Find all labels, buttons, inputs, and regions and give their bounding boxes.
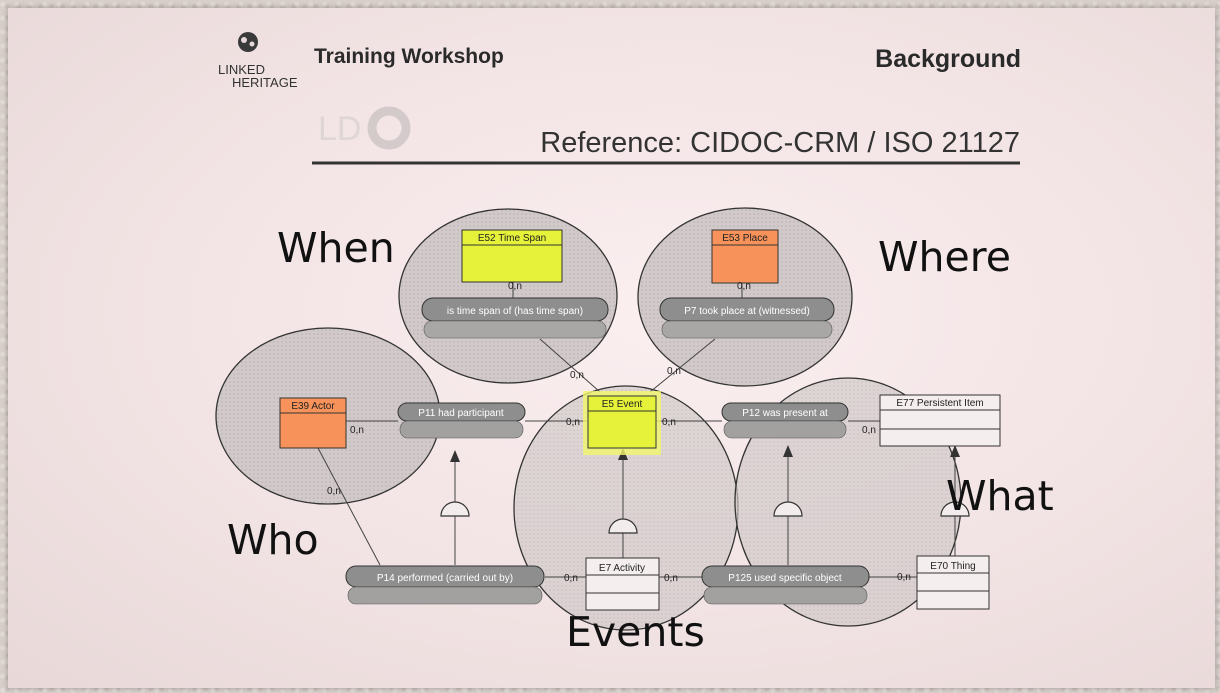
property-p4: is time span of (has time span) <box>421 297 609 339</box>
logo-mark-icon <box>238 32 258 52</box>
union-icon <box>940 501 970 517</box>
entity-actor: E39 Actor <box>279 397 347 449</box>
where-label: Where <box>878 233 1011 281</box>
where-group-circle <box>637 207 853 387</box>
who-label: Who <box>227 516 319 564</box>
arrow-up-icon <box>783 445 793 457</box>
what-label: What <box>946 472 1054 520</box>
entity-persistent-item: E77 Persistent Item <box>879 394 1001 447</box>
entity-activity: E7 Activity <box>585 557 660 611</box>
events-label: Events <box>566 608 705 656</box>
cardinality-label: 0,n <box>570 370 584 381</box>
logo-line1: LINKED <box>218 62 265 77</box>
cardinality-label: 0,n <box>564 573 578 584</box>
group-labels: When Where Who What Events <box>227 224 1054 656</box>
union-icon <box>608 518 638 534</box>
cardinality-labels: 0,n 0,n 0,n 0,n 0,n 0,n 0,n 0,n 0,n 0,n … <box>327 281 911 584</box>
entity-label: E5 Event <box>602 399 643 410</box>
property-label: P7 took place at (witnessed) <box>684 306 810 317</box>
cardinality-label: 0,n <box>350 425 364 436</box>
entity-label: E77 Persistent Item <box>896 398 983 409</box>
arrow-up-icon <box>950 445 960 457</box>
cardinality-label: 0,n <box>862 425 876 436</box>
cardinality-label: 0,n <box>737 281 751 292</box>
entity-thing: E70 Thing <box>916 555 990 610</box>
property-p125: P125 used specific object <box>701 565 870 605</box>
union-icon <box>440 501 470 517</box>
when-label: When <box>277 224 395 272</box>
entity-label: E52 Time Span <box>478 233 546 244</box>
workshop-title: Training Workshop <box>314 45 504 68</box>
cardinality-label: 0,n <box>897 572 911 583</box>
entity-time-span: E52 Time Span <box>461 229 563 283</box>
entity-event: E5 Event <box>583 391 661 455</box>
union-icon <box>773 501 803 517</box>
entity-label: E39 Actor <box>291 401 335 412</box>
property-label: P11 had participant <box>418 408 504 419</box>
cardinality-label: 0,n <box>667 366 681 377</box>
cardinality-label: 0,n <box>566 417 580 428</box>
entity-label: E53 Place <box>722 233 768 244</box>
property-p12: P12 was present at <box>721 402 849 439</box>
cardinality-label: 0,n <box>662 417 676 428</box>
entity-place: E53 Place <box>711 229 779 284</box>
union-symbols <box>440 501 970 534</box>
arrow-up-icon <box>450 450 460 462</box>
reference-title: Reference: CIDOC-CRM / ISO 21127 <box>540 127 1020 159</box>
section-title: Background <box>875 45 1021 73</box>
property-p7: P7 took place at (witnessed) <box>659 297 835 339</box>
property-p11: P11 had participant <box>397 402 526 439</box>
entity-label: E70 Thing <box>930 561 975 572</box>
property-label: P12 was present at <box>742 408 828 419</box>
cardinality-label: 0,n <box>508 281 522 292</box>
logo-line2: HERITAGE <box>232 75 298 90</box>
svg-text:LD: LD <box>318 110 361 148</box>
cardinality-label: 0,n <box>664 573 678 584</box>
watermark-logo: LD <box>318 106 411 150</box>
property-label: P125 used specific object <box>728 573 842 584</box>
logo: LINKED HERITAGE <box>218 32 298 90</box>
entity-label: E7 Activity <box>599 563 645 574</box>
cardinality-label: 0,n <box>327 486 341 497</box>
property-p14: P14 performed (carried out by) <box>345 565 545 605</box>
property-label: is time span of (has time span) <box>447 306 583 317</box>
property-label: P14 performed (carried out by) <box>377 573 513 584</box>
